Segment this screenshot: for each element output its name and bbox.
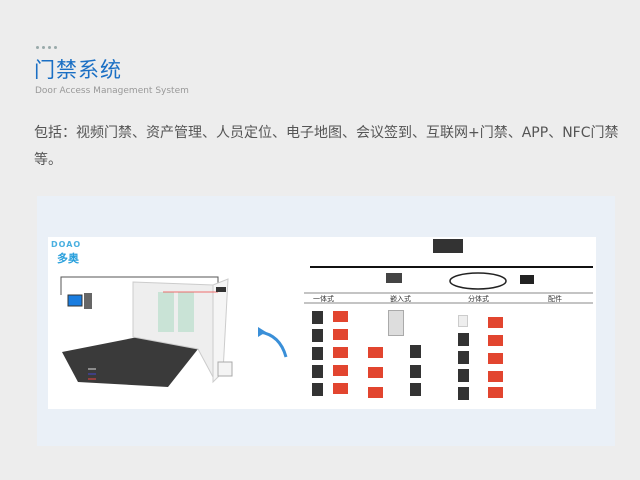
door-access-scene-illustration bbox=[60, 276, 288, 387]
description-text: 包括：视频门禁、资产管理、人员定位、电子地图、会议签到、互联网+门禁、APP、N… bbox=[34, 125, 619, 168]
category-label: 一体式 bbox=[313, 295, 334, 303]
page-subtitle: Door Access Management System bbox=[35, 86, 189, 96]
category-label: 分体式 bbox=[468, 295, 489, 303]
category-label: 配件 bbox=[548, 295, 562, 303]
page-title: 门禁系统 bbox=[34, 58, 122, 82]
category-label: 嵌入式 bbox=[390, 295, 411, 303]
topology-lines bbox=[304, 239, 593, 304]
decorative-dots bbox=[36, 46, 57, 49]
logo-mark: DOAO bbox=[51, 240, 82, 249]
system-diagram-image: DOAO 多奥 一体式 嵌入式 分体式 配件 bbox=[48, 237, 596, 409]
logo-text: 多奥 bbox=[57, 252, 79, 265]
